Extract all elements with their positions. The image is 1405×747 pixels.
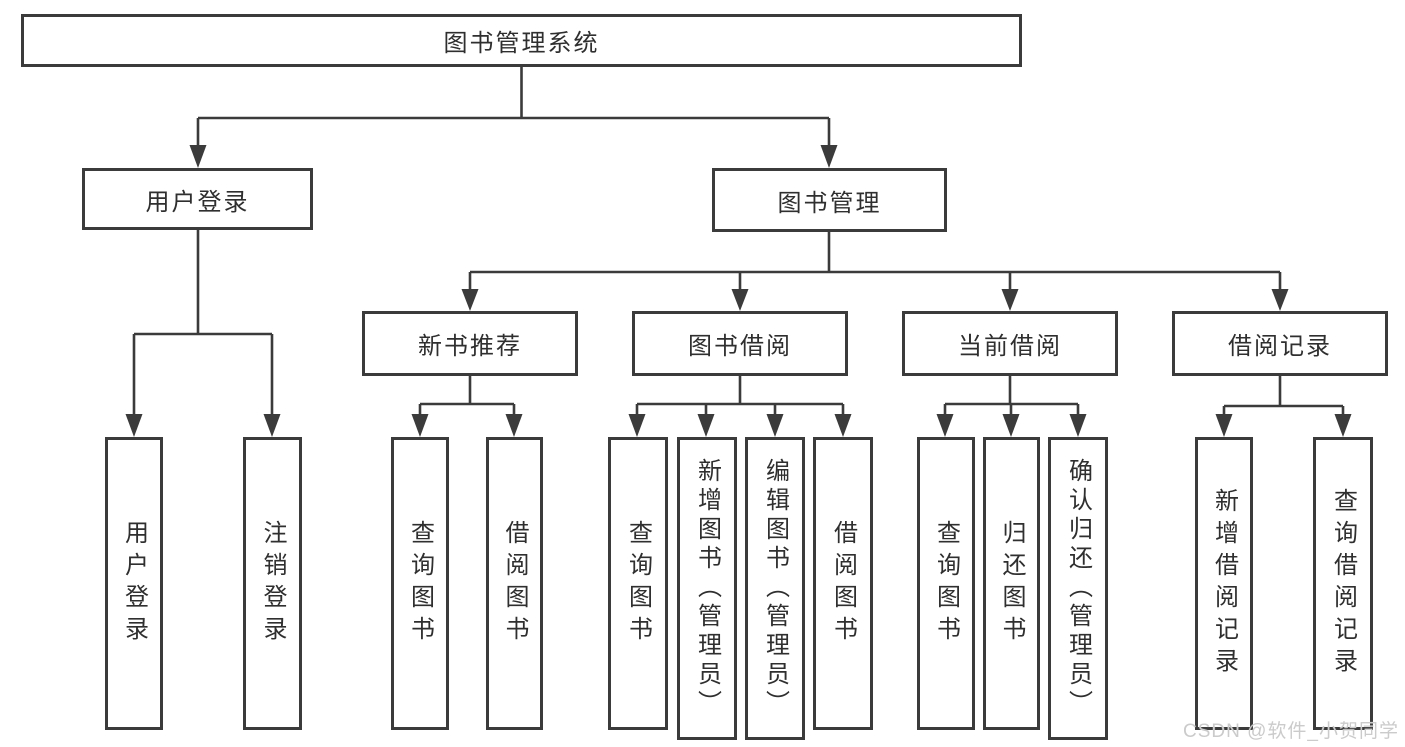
node-user-login: 用户登录 <box>82 168 313 230</box>
leaf-user-login: 用户登录 <box>105 437 163 730</box>
leaf-confirm-return-admin: 确认归还（管理员） <box>1048 437 1108 740</box>
leaf-add-book-admin: 新增图书（管理员） <box>677 437 737 740</box>
leaf-return-book: 归还图书 <box>983 437 1040 730</box>
leaf-add-borrow-record: 新增借阅记录 <box>1195 437 1253 730</box>
node-book-management: 图书管理 <box>712 168 947 232</box>
node-borrow-records: 借阅记录 <box>1172 311 1388 376</box>
leaf-edit-book-admin: 编辑图书（管理员） <box>745 437 805 740</box>
node-new-book-recommend: 新书推荐 <box>362 311 578 376</box>
leaf-borrow-books-recommend: 借阅图书 <box>486 437 543 730</box>
node-library-management-system: 图书管理系统 <box>21 14 1022 67</box>
node-book-borrow: 图书借阅 <box>632 311 848 376</box>
leaf-query-books-borrow: 查询图书 <box>608 437 668 730</box>
leaf-query-books-recommend: 查询图书 <box>391 437 449 730</box>
leaf-borrow-books: 借阅图书 <box>813 437 873 730</box>
leaf-query-books-current: 查询图书 <box>917 437 975 730</box>
leaf-query-borrow-record: 查询借阅记录 <box>1313 437 1373 730</box>
leaf-logout: 注销登录 <box>243 437 302 730</box>
csdn-watermark: CSDN @软件_小贺同学 <box>1183 721 1399 742</box>
node-current-borrow: 当前借阅 <box>902 311 1118 376</box>
